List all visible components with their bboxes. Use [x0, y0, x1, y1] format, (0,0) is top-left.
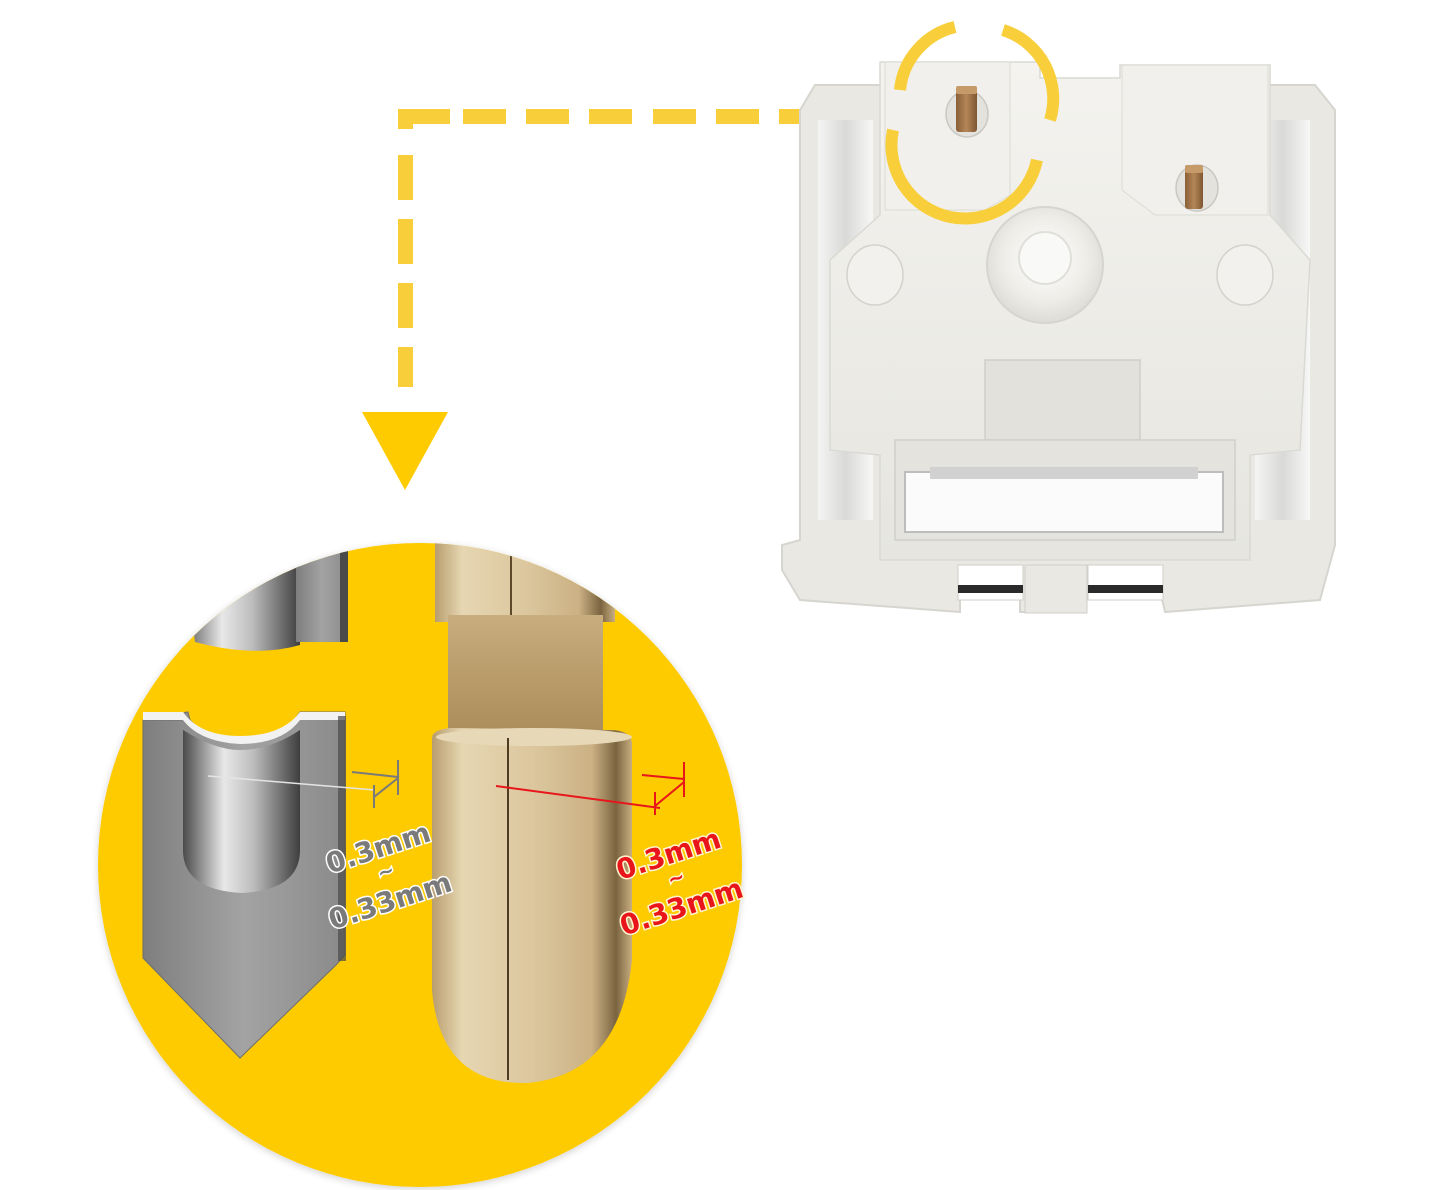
dash-segment — [398, 155, 413, 200]
led-window — [904, 471, 1224, 533]
dash-segment — [398, 347, 413, 387]
copper-pin-right-tip — [1185, 165, 1203, 173]
steel-block-top-edge — [340, 543, 348, 642]
right-measurement-label: 0.3mm ~ 0.33mm — [611, 821, 749, 944]
dash-segment — [398, 283, 413, 328]
dash-segment — [526, 109, 569, 124]
steel-socket-edge — [338, 716, 346, 961]
arrow-down-icon — [362, 412, 448, 490]
bottom-leg-center — [1024, 564, 1088, 614]
dash-segment — [398, 219, 413, 264]
dash-segment — [589, 109, 632, 124]
copper-pin-left — [956, 86, 977, 132]
bottom-leg-right — [1087, 564, 1164, 601]
right-measurement-separator: ~ — [664, 864, 687, 892]
center-stem-inner — [1018, 231, 1072, 285]
left-measurement-separator: ~ — [374, 857, 397, 885]
pin-pad-right — [1121, 64, 1269, 216]
dash-segment — [398, 109, 413, 129]
pcb-post-left — [846, 244, 904, 306]
gold-pin-lower — [432, 728, 632, 1084]
highlight-ring — [885, 21, 1060, 225]
bottom-leg-left-shadow — [958, 585, 1023, 593]
bottom-leg-right-shadow — [1088, 585, 1163, 593]
steel-socket-bore — [183, 730, 300, 893]
steel-socket-top-rim — [143, 712, 345, 744]
steel-gauge-line — [207, 775, 376, 791]
dash-segment — [463, 109, 506, 124]
pcb-post-right — [1216, 244, 1274, 306]
copper-pin-right — [1185, 165, 1203, 209]
gold-brushed-block — [448, 615, 603, 745]
left-measurement-label: 0.3mm ~ 0.33mm — [320, 814, 457, 938]
led-window-shadow — [930, 467, 1198, 479]
dash-segment — [653, 109, 696, 124]
bottom-leg-left — [957, 564, 1024, 601]
gold-pin-lower-top — [436, 728, 632, 746]
gold-gauge-line — [495, 785, 661, 809]
copper-pin-left-tip — [956, 86, 977, 94]
dash-segment — [716, 109, 759, 124]
red-dimension-bracket — [641, 762, 685, 815]
gray-dimension-bracket — [351, 760, 399, 808]
